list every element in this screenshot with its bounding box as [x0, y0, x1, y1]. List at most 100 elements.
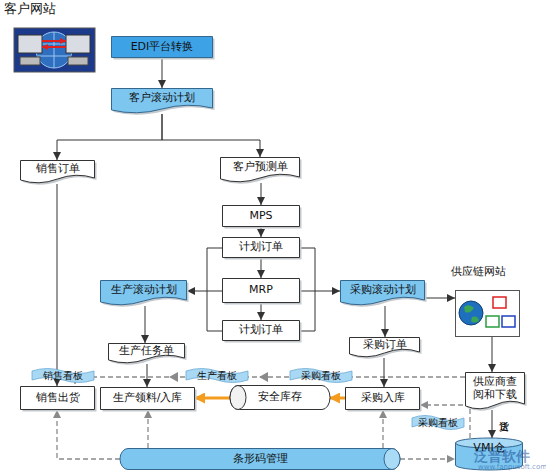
document-shape	[221, 158, 300, 182]
barcode-link	[400, 458, 455, 459]
globe-symbol	[459, 301, 483, 325]
flow-node: 生产看板	[186, 368, 248, 383]
node-label: 生产领料/入库	[113, 392, 183, 405]
flow-node: 计划订单	[222, 320, 300, 341]
barcode-link	[147, 410, 148, 448]
globe-land	[464, 305, 479, 322]
flow-arrow	[492, 337, 493, 372]
node-label: MPS	[249, 210, 272, 223]
flow-arrow	[57, 114, 162, 160]
kanban-flag	[412, 416, 464, 430]
flow-node: 销售出货	[20, 386, 95, 410]
flow-arrow	[147, 364, 148, 387]
process-box	[223, 206, 300, 227]
document-shape	[101, 281, 187, 305]
node-label: 安全库存	[258, 391, 302, 404]
flow-arrow	[300, 291, 340, 292]
node-label: EDI平台转换	[131, 41, 194, 54]
monitor-symbol	[18, 35, 42, 53]
flow-arrow	[261, 227, 262, 237]
kanban-flag	[290, 369, 352, 383]
flow-node: 生产任务单	[108, 343, 185, 364]
node-label: 供应商查阅和下载	[471, 376, 519, 401]
node-label: 生产任务单	[119, 345, 174, 358]
flow-node: 条形码管理	[120, 448, 400, 470]
process-box	[21, 387, 95, 410]
node-label: 条形码管理	[233, 453, 288, 466]
document-shape	[350, 338, 420, 357]
flow-arrow	[425, 298, 455, 299]
website-icon-frame	[456, 291, 520, 337]
window-symbol	[486, 316, 499, 327]
material-flow-arrow	[330, 397, 345, 400]
node-heading: 供应链网站	[451, 266, 506, 279]
flow-node: 销售看板	[32, 368, 94, 383]
flow-arrow	[187, 291, 222, 292]
kanban-flow-head	[169, 372, 178, 382]
flow-arrow	[261, 303, 262, 320]
node-label: 客户滚动计划	[129, 92, 195, 105]
node-label: 销售订单	[36, 163, 80, 176]
node-label: 生产看板	[197, 370, 237, 382]
cylinder-face	[230, 386, 246, 410]
cylinder-face	[384, 449, 400, 470]
illustration-frame	[14, 28, 95, 72]
website-illustration	[14, 28, 95, 72]
document-shape	[21, 161, 95, 183]
flow-arrow	[261, 258, 262, 278]
flow-arrow	[57, 184, 58, 386]
flow-node: MPS	[222, 205, 300, 227]
flow-node: 销售订单	[20, 160, 95, 184]
flow-node: 采购看板	[412, 415, 464, 430]
document-shape	[466, 373, 525, 409]
kanban-flow-head	[259, 372, 268, 382]
flow-node: MRP	[222, 278, 300, 303]
flow-arrow	[384, 358, 385, 387]
flow-arrow	[385, 306, 386, 337]
kanban-flow-line	[75, 377, 465, 384]
node-label: 采购看板	[301, 370, 341, 382]
process-box	[346, 388, 420, 410]
flow-node: 供应商查阅和下载	[465, 372, 525, 410]
flow-node: 采购订单	[349, 337, 420, 358]
flow-node: 计划订单	[222, 237, 300, 258]
globe-grid	[38, 32, 70, 68]
process-box	[223, 321, 300, 341]
flow-node: 客户预测单	[220, 157, 300, 183]
barcode-link	[382, 410, 383, 448]
node-label: 采购滚动计划	[350, 284, 416, 297]
node-label: MRP	[249, 284, 273, 297]
flow-node: 生产滚动计划	[100, 280, 187, 306]
flow-arrow	[261, 183, 262, 205]
node-label: 采购入库	[361, 392, 405, 405]
window-symbol	[493, 297, 506, 308]
node-label: 采购订单	[363, 339, 407, 352]
process-box	[223, 279, 300, 303]
flow-node: 采购入库	[345, 387, 420, 410]
kanban-flag	[32, 369, 94, 383]
flow-node: 生产领料/入库	[100, 387, 195, 410]
barcode-link	[57, 410, 120, 459]
material-flow-arrow	[195, 397, 230, 400]
node-shape	[455, 290, 520, 337]
node-label: 销售出货	[36, 392, 80, 405]
flow-node: 供应链网站	[455, 290, 520, 337]
flow-node: EDI平台转换	[111, 36, 213, 58]
process-box	[223, 238, 300, 258]
keyboard-symbol	[20, 57, 40, 65]
flow-arrow	[162, 114, 260, 157]
flow-node: 安全库存	[230, 385, 330, 410]
process-box	[112, 37, 213, 58]
node-label: 计划订单	[239, 241, 283, 254]
flow-arrow	[145, 306, 146, 343]
process-box	[101, 388, 195, 410]
exchange-arrow	[42, 46, 66, 48]
window-symbol	[502, 316, 515, 327]
storage-cylinder	[120, 449, 400, 470]
document-shape	[109, 344, 185, 363]
monitor-symbol	[66, 35, 90, 53]
document-shape	[341, 281, 425, 305]
flow-node: 采购看板	[290, 368, 352, 383]
node-label: 采购看板	[418, 417, 458, 429]
